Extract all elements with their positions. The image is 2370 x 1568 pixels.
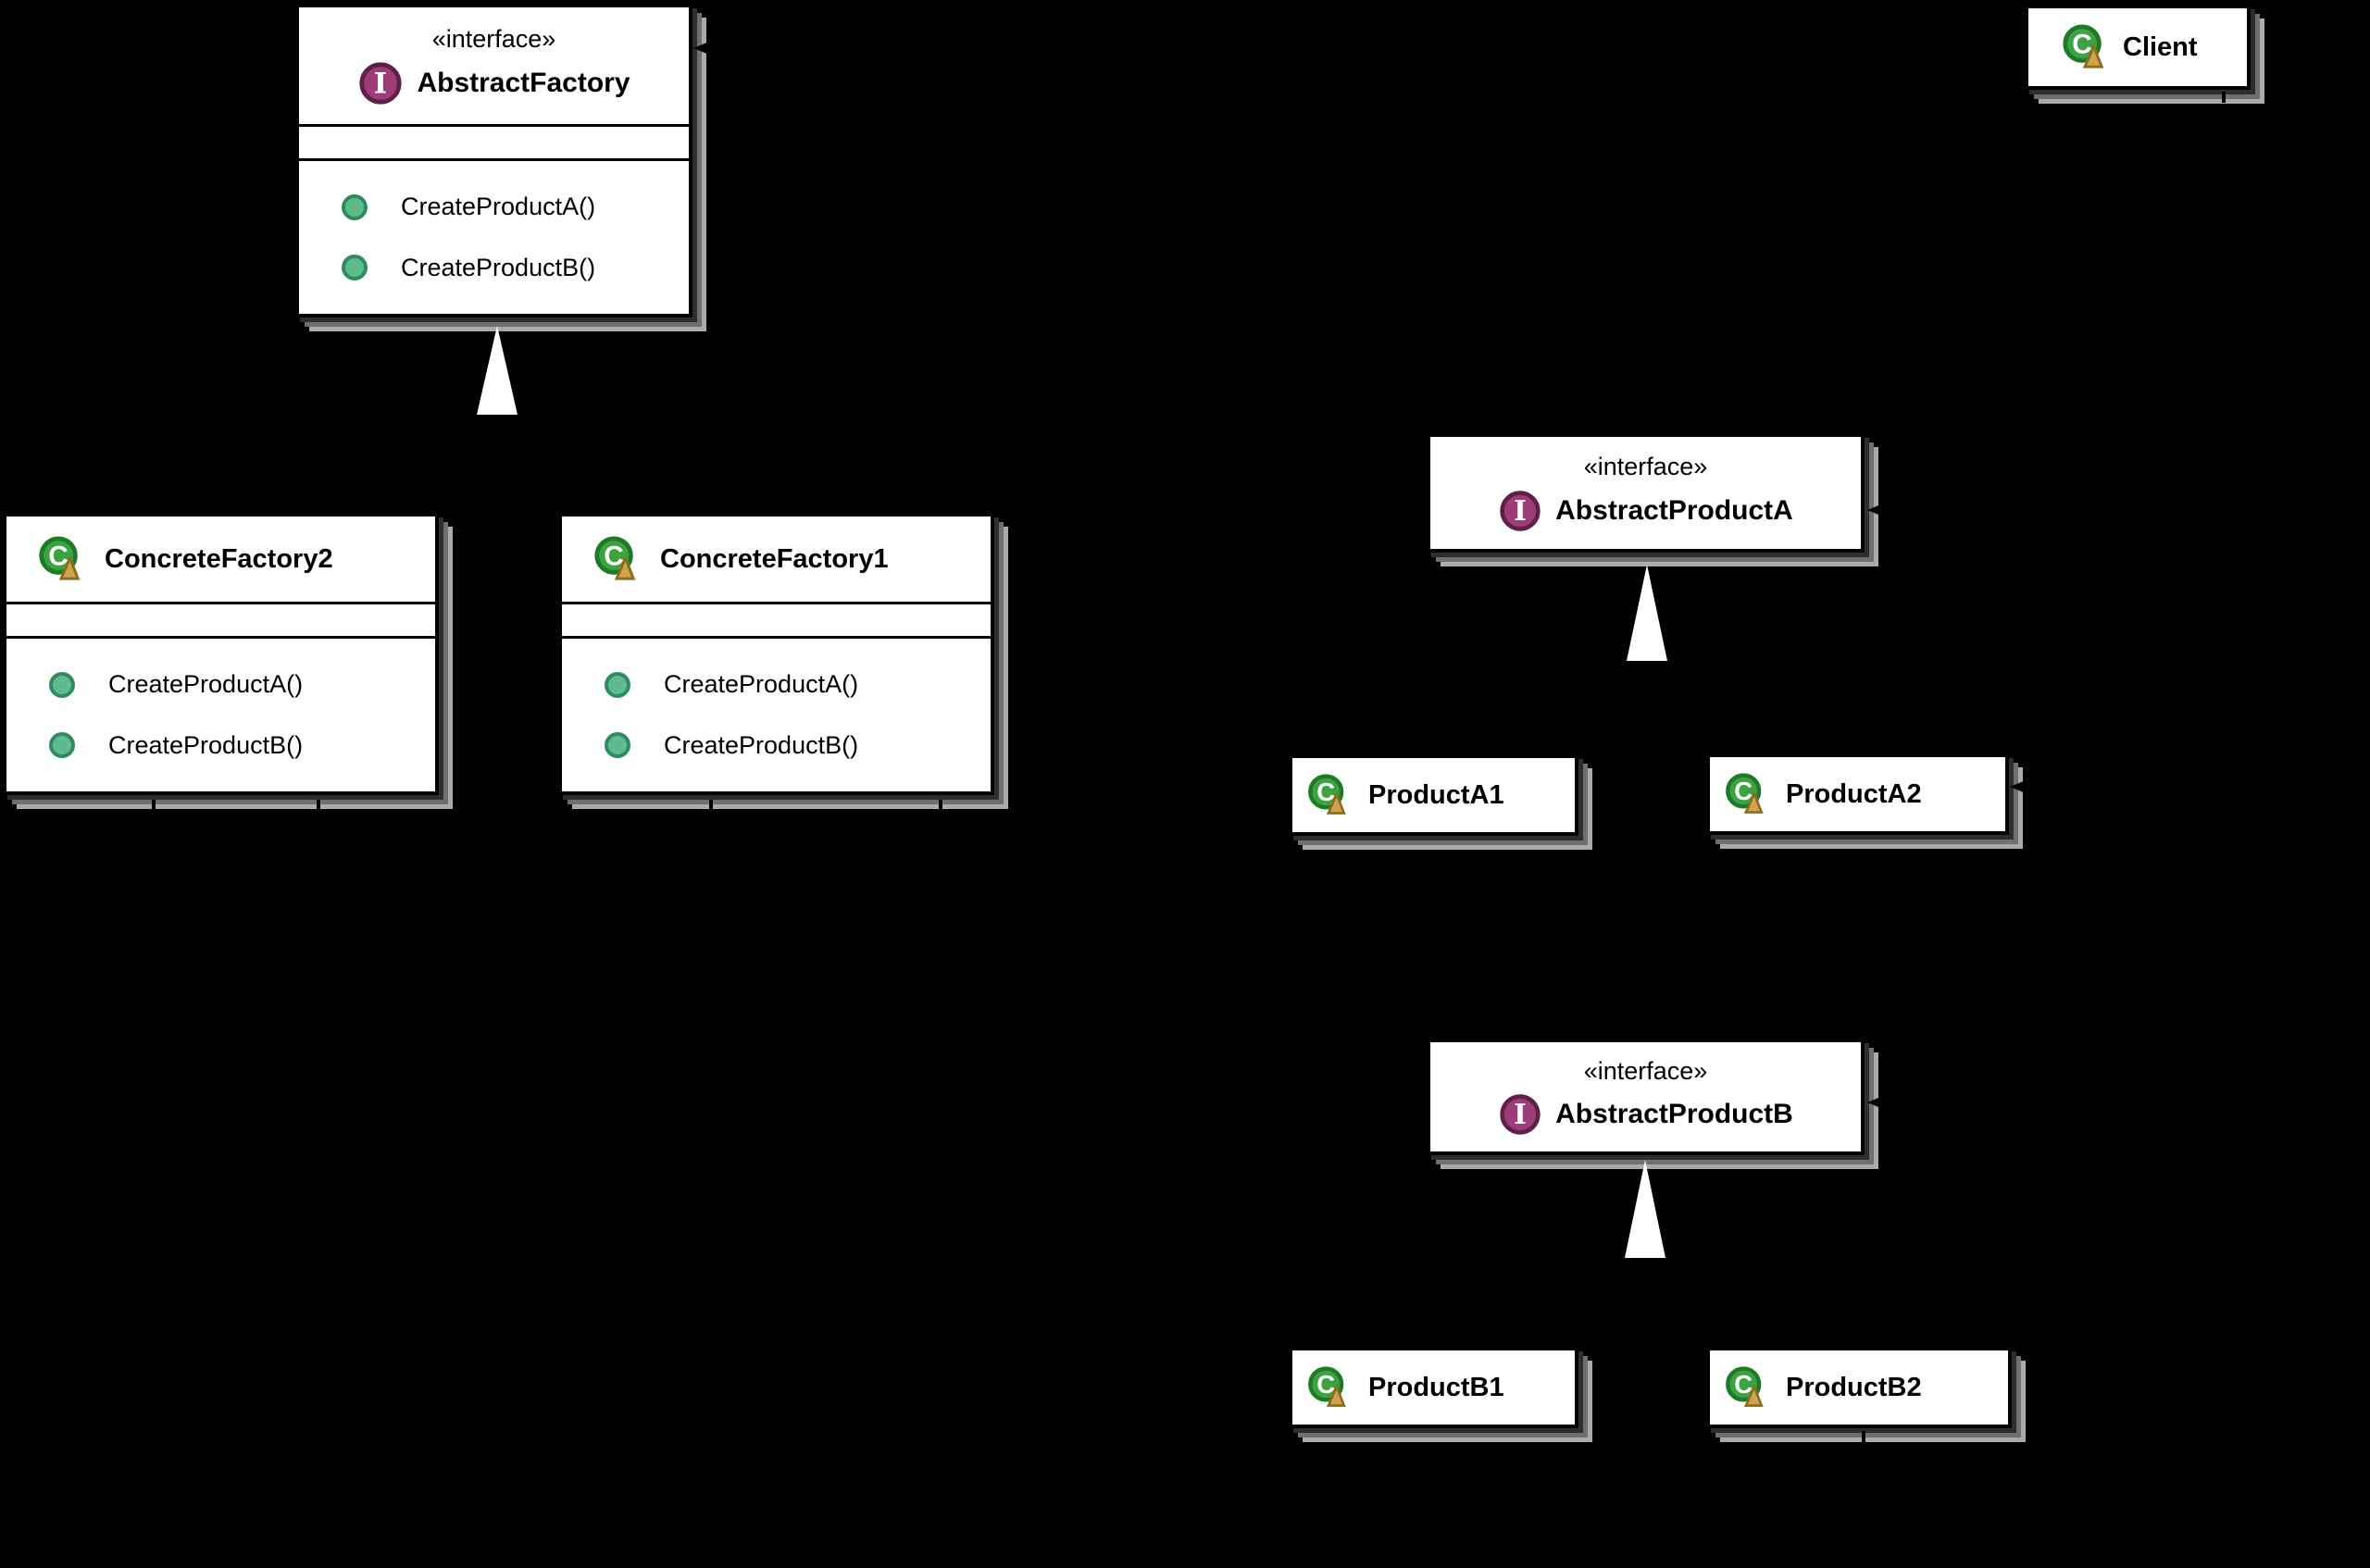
dependency-arrowhead-icon (2010, 778, 2030, 795)
class-box-product-b1: C ProductB1 (1289, 1347, 1578, 1428)
svg-text:C: C (604, 541, 624, 572)
line-stub (939, 800, 942, 811)
class-icon: C (1726, 1366, 1764, 1407)
method-row: CreateProductA() (342, 193, 689, 221)
line-stub (709, 800, 713, 811)
class-name: ProductB1 (1368, 1372, 1504, 1402)
method-label: CreateProductA() (664, 670, 859, 699)
interface-icon: I (359, 62, 403, 105)
class-name: AbstractFactory (417, 68, 630, 99)
class-header: C ProductA1 (1292, 758, 1575, 832)
class-header: C ConcreteFactory1 (562, 516, 991, 602)
line-stub (1862, 1431, 1865, 1444)
class-name: ConcreteFactory2 (105, 543, 333, 574)
method-label: CreateProductA() (108, 670, 304, 699)
class-header: C ConcreteFactory2 (6, 516, 435, 602)
svg-text:I: I (374, 68, 387, 101)
attributes-section (6, 602, 435, 636)
method-label: CreateProductA() (401, 193, 596, 221)
class-box-concrete-factory2: C ConcreteFactory2 CreateProductA() Crea… (3, 513, 439, 795)
cone-badge-icon (58, 554, 81, 580)
attributes-section (299, 124, 689, 158)
generalization-arrow-icon (477, 326, 518, 415)
class-box-concrete-factory1: C ConcreteFactory1 CreateProductA() Crea… (558, 513, 994, 795)
stereotype-label: «interface» (1583, 453, 1708, 481)
class-name: Client (2123, 31, 2198, 62)
svg-text:C: C (1316, 1370, 1335, 1399)
interface-icon: I (1500, 1094, 1540, 1135)
class-box-abstract-factory: «interface» I AbstractFactory CreateProd… (295, 4, 692, 317)
interface-box-abstract-product-a: «interface» I AbstractProductA (1427, 433, 1865, 553)
stereotype-label: «interface» (1583, 1056, 1708, 1085)
class-header: C ProductB1 (1292, 1350, 1575, 1425)
class-box-product-a2: C ProductA2 (1706, 753, 2009, 835)
line-stub (317, 800, 320, 811)
class-icon: C (39, 536, 81, 580)
svg-text:C: C (2072, 30, 2092, 60)
methods-section: CreateProductA() CreateProductB() (299, 158, 689, 314)
methods-section: CreateProductA() CreateProductB() (6, 636, 435, 791)
interface-box-abstract-product-b: «interface» I AbstractProductB (1427, 1039, 1865, 1155)
cone-badge-icon (614, 554, 636, 580)
svg-text:C: C (1734, 1370, 1753, 1399)
class-header: «interface» I AbstractFactory (299, 7, 689, 124)
cone-badge-icon (2082, 43, 2104, 68)
cone-badge-icon (1743, 1383, 1764, 1407)
generalization-arrow-icon (1625, 1160, 1665, 1258)
method-visibility-icon (49, 732, 75, 759)
method-visibility-icon (49, 671, 75, 698)
stereotype-label: «interface» (431, 24, 556, 53)
class-header: C Client (2028, 8, 2247, 86)
cone-badge-icon (1326, 790, 1346, 815)
dependency-arrowhead-icon (1867, 502, 1888, 518)
method-visibility-icon (342, 255, 368, 281)
svg-text:I: I (1514, 494, 1527, 527)
svg-text:I: I (1514, 1098, 1527, 1130)
methods-section: CreateProductA() CreateProductB() (562, 636, 991, 791)
method-label: CreateProductB() (401, 253, 596, 281)
method-visibility-icon (605, 732, 630, 759)
attributes-section (562, 602, 991, 636)
method-row: CreateProductB() (342, 254, 689, 282)
line-stub (152, 800, 156, 811)
class-icon: C (1726, 773, 1764, 814)
dependency-arrowhead-icon (1867, 1094, 1888, 1111)
class-header: C ProductB2 (1710, 1350, 2008, 1425)
class-icon: C (2063, 24, 2104, 68)
interface-icon: I (1500, 490, 1540, 531)
dependency-arrowhead-icon (693, 40, 714, 56)
svg-text:C: C (1734, 777, 1753, 805)
method-label: CreateProductB() (108, 730, 304, 759)
class-header: «interface» I AbstractProductA (1430, 437, 1861, 549)
class-name: AbstractProductA (1555, 494, 1793, 526)
class-icon: C (1308, 1366, 1346, 1407)
class-name: ProductA1 (1368, 779, 1504, 810)
class-name: ProductB2 (1786, 1372, 1922, 1402)
method-row: CreateProductA() (49, 670, 435, 699)
generalization-arrow-icon (1627, 565, 1667, 661)
class-icon: C (594, 536, 636, 580)
class-header: C ProductA2 (1710, 757, 2005, 831)
cone-badge-icon (1326, 1383, 1346, 1407)
class-header: «interface» I AbstractProductB (1430, 1042, 1861, 1151)
method-row: CreateProductB() (605, 731, 991, 760)
method-label: CreateProductB() (664, 730, 859, 759)
class-icon: C (1308, 774, 1346, 815)
class-box-client: C Client (2025, 5, 2251, 90)
class-name: ProductA2 (1786, 778, 1922, 809)
method-row: CreateProductB() (49, 731, 435, 760)
method-visibility-icon (605, 671, 630, 698)
class-box-product-a1: C ProductA1 (1289, 754, 1578, 836)
line-stub (2222, 92, 2226, 103)
svg-text:C: C (48, 541, 69, 572)
svg-text:C: C (1316, 778, 1335, 806)
class-box-product-b2: C ProductB2 (1706, 1347, 2012, 1428)
method-row: CreateProductA() (605, 670, 991, 699)
cone-badge-icon (1743, 790, 1764, 814)
class-name: AbstractProductB (1555, 1099, 1793, 1130)
class-name: ConcreteFactory1 (660, 543, 889, 574)
method-visibility-icon (342, 193, 368, 220)
